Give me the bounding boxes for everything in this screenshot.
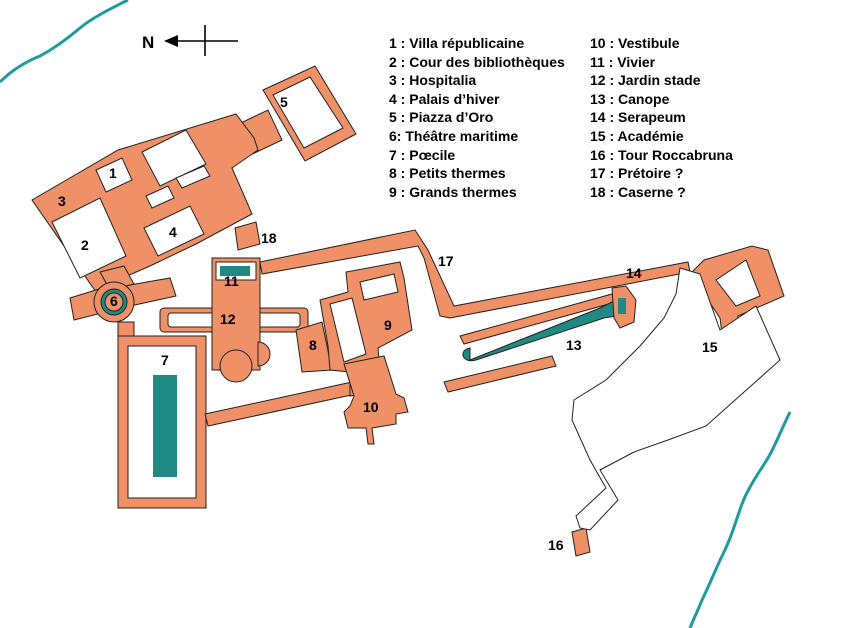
island-teatro-marittimo: [104, 292, 124, 312]
court-grands-thermes-upper: [359, 273, 399, 301]
label-site-8: 8: [309, 337, 317, 353]
water-vivier: [220, 266, 250, 276]
court-villa-republicaine: [95, 157, 133, 193]
label-site-12: 12: [220, 311, 236, 327]
court-small-middle: [145, 185, 175, 209]
river-top-left: [0, 0, 129, 84]
label-site-11: 11: [224, 273, 239, 289]
label-site-1: 1: [109, 165, 117, 181]
court-piazza-doro: [272, 76, 344, 149]
label-site-4: 4: [169, 224, 177, 240]
court-grands-thermes-main: [329, 297, 367, 363]
wall-poecile-thermes: [204, 381, 357, 427]
court-palais-hiver: [143, 205, 205, 257]
label-site-13: 13: [566, 337, 582, 353]
legend-item: 4 : Palais d’hiver: [389, 90, 500, 107]
building-tour-roccabruna: [571, 527, 591, 557]
court-academie: [715, 259, 761, 307]
label-site-10: 10: [363, 399, 379, 415]
legend-item: 15 : Académie: [590, 127, 684, 144]
label-site-2: 2: [81, 237, 89, 253]
building-vestibule: [343, 355, 409, 445]
legend-left: 1 : Villa républicaine 2 : Cour des bibl…: [389, 34, 565, 201]
north-arrow: N: [142, 25, 238, 56]
legend-item: 2 : Cour des bibliothèques: [389, 53, 565, 70]
outline-academie-grounds: [571, 267, 781, 531]
label-site-6: 6: [110, 293, 118, 309]
legend-item: 1 : Villa républicaine: [389, 35, 525, 51]
building-jardin-stade-side: [257, 341, 271, 367]
label-site-14: 14: [626, 265, 642, 281]
river-bottom-right: [688, 411, 792, 628]
building-theatre-link: [117, 321, 135, 337]
court-bibliotheques: [51, 197, 127, 279]
wall-canope-lower: [443, 355, 557, 393]
legend-item: 10 : Vestibule: [590, 35, 680, 51]
legend-item: 9 : Grands thermes: [389, 183, 517, 200]
building-grands-thermes: [319, 261, 413, 397]
legend-item: 5 : Piazza d’Oro: [389, 109, 494, 126]
legend-item: 3 : Hospitalia: [389, 72, 477, 89]
legend-item: 14 : Serapeum: [590, 109, 686, 126]
legend-item: 12 : Jardin stade: [590, 72, 701, 89]
water-serapeum: [618, 298, 626, 314]
north-label: N: [142, 33, 154, 52]
wall-pretoire-long: [259, 229, 691, 319]
label-site-17: 17: [438, 253, 454, 269]
legend-item: 18 : Caserne ?: [590, 183, 686, 200]
building-caserne: [234, 221, 261, 251]
water-poecile: [153, 375, 177, 477]
court-upper: [141, 129, 207, 187]
label-site-5: 5: [280, 94, 288, 110]
court-small-right: [175, 165, 211, 189]
label-site-16: 16: [548, 537, 564, 553]
label-site-3: 3: [58, 193, 66, 209]
label-site-18: 18: [261, 230, 277, 246]
label-site-7: 7: [161, 352, 169, 368]
legend-right: 10 : Vestibule 11 : Vivier 12 : Jardin s…: [590, 34, 733, 201]
legend-item: 11 : Vivier: [590, 53, 656, 70]
building-jardin-stade-apse: [219, 349, 253, 383]
legend-item: 6: Théâtre maritime: [389, 127, 519, 144]
label-site-15: 15: [702, 339, 718, 355]
label-site-9: 9: [384, 317, 392, 333]
legend-item: 8 : Petits thermes: [389, 165, 506, 182]
legend-item: 13 : Canope: [590, 90, 670, 107]
legend-item: 16 : Tour Roccabruna: [590, 146, 733, 163]
legend-item: 7 : Pœcile: [389, 146, 456, 163]
legend-item: 17 : Prétoire ?: [590, 165, 684, 182]
